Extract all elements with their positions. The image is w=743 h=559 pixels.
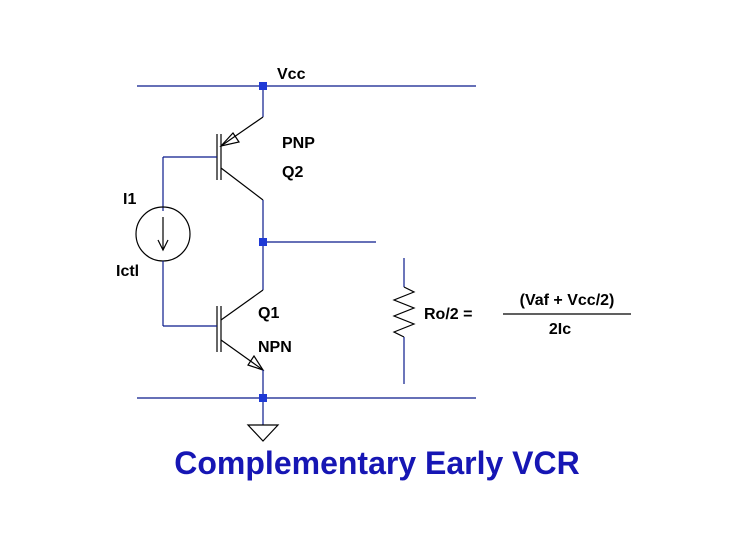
formula-denominator: 2Ic xyxy=(549,321,571,338)
source-ref-label: I1 xyxy=(123,191,136,208)
vcc-label: Vcc xyxy=(277,66,306,83)
vcc-node xyxy=(259,82,267,90)
formula-lhs: Ro/2 = xyxy=(424,306,472,323)
formula-numerator: (Vaf + Vcc/2) xyxy=(520,292,615,309)
ground-symbol xyxy=(246,424,280,442)
source-value-label: Ictl xyxy=(116,263,139,280)
resistor-ro2 xyxy=(392,258,416,384)
current-source-i1 xyxy=(135,156,217,327)
pnp-ref-label: Q2 xyxy=(282,164,303,181)
pnp-transistor-q2 xyxy=(216,86,264,201)
npn-ref-label: Q1 xyxy=(258,305,279,322)
pnp-type-label: PNP xyxy=(282,135,315,152)
diagram-title: Complementary Early VCR xyxy=(174,445,579,481)
ground-node xyxy=(259,394,267,402)
output-node xyxy=(259,238,267,246)
npn-type-label: NPN xyxy=(258,339,292,356)
npn-transistor-q1 xyxy=(216,289,265,398)
